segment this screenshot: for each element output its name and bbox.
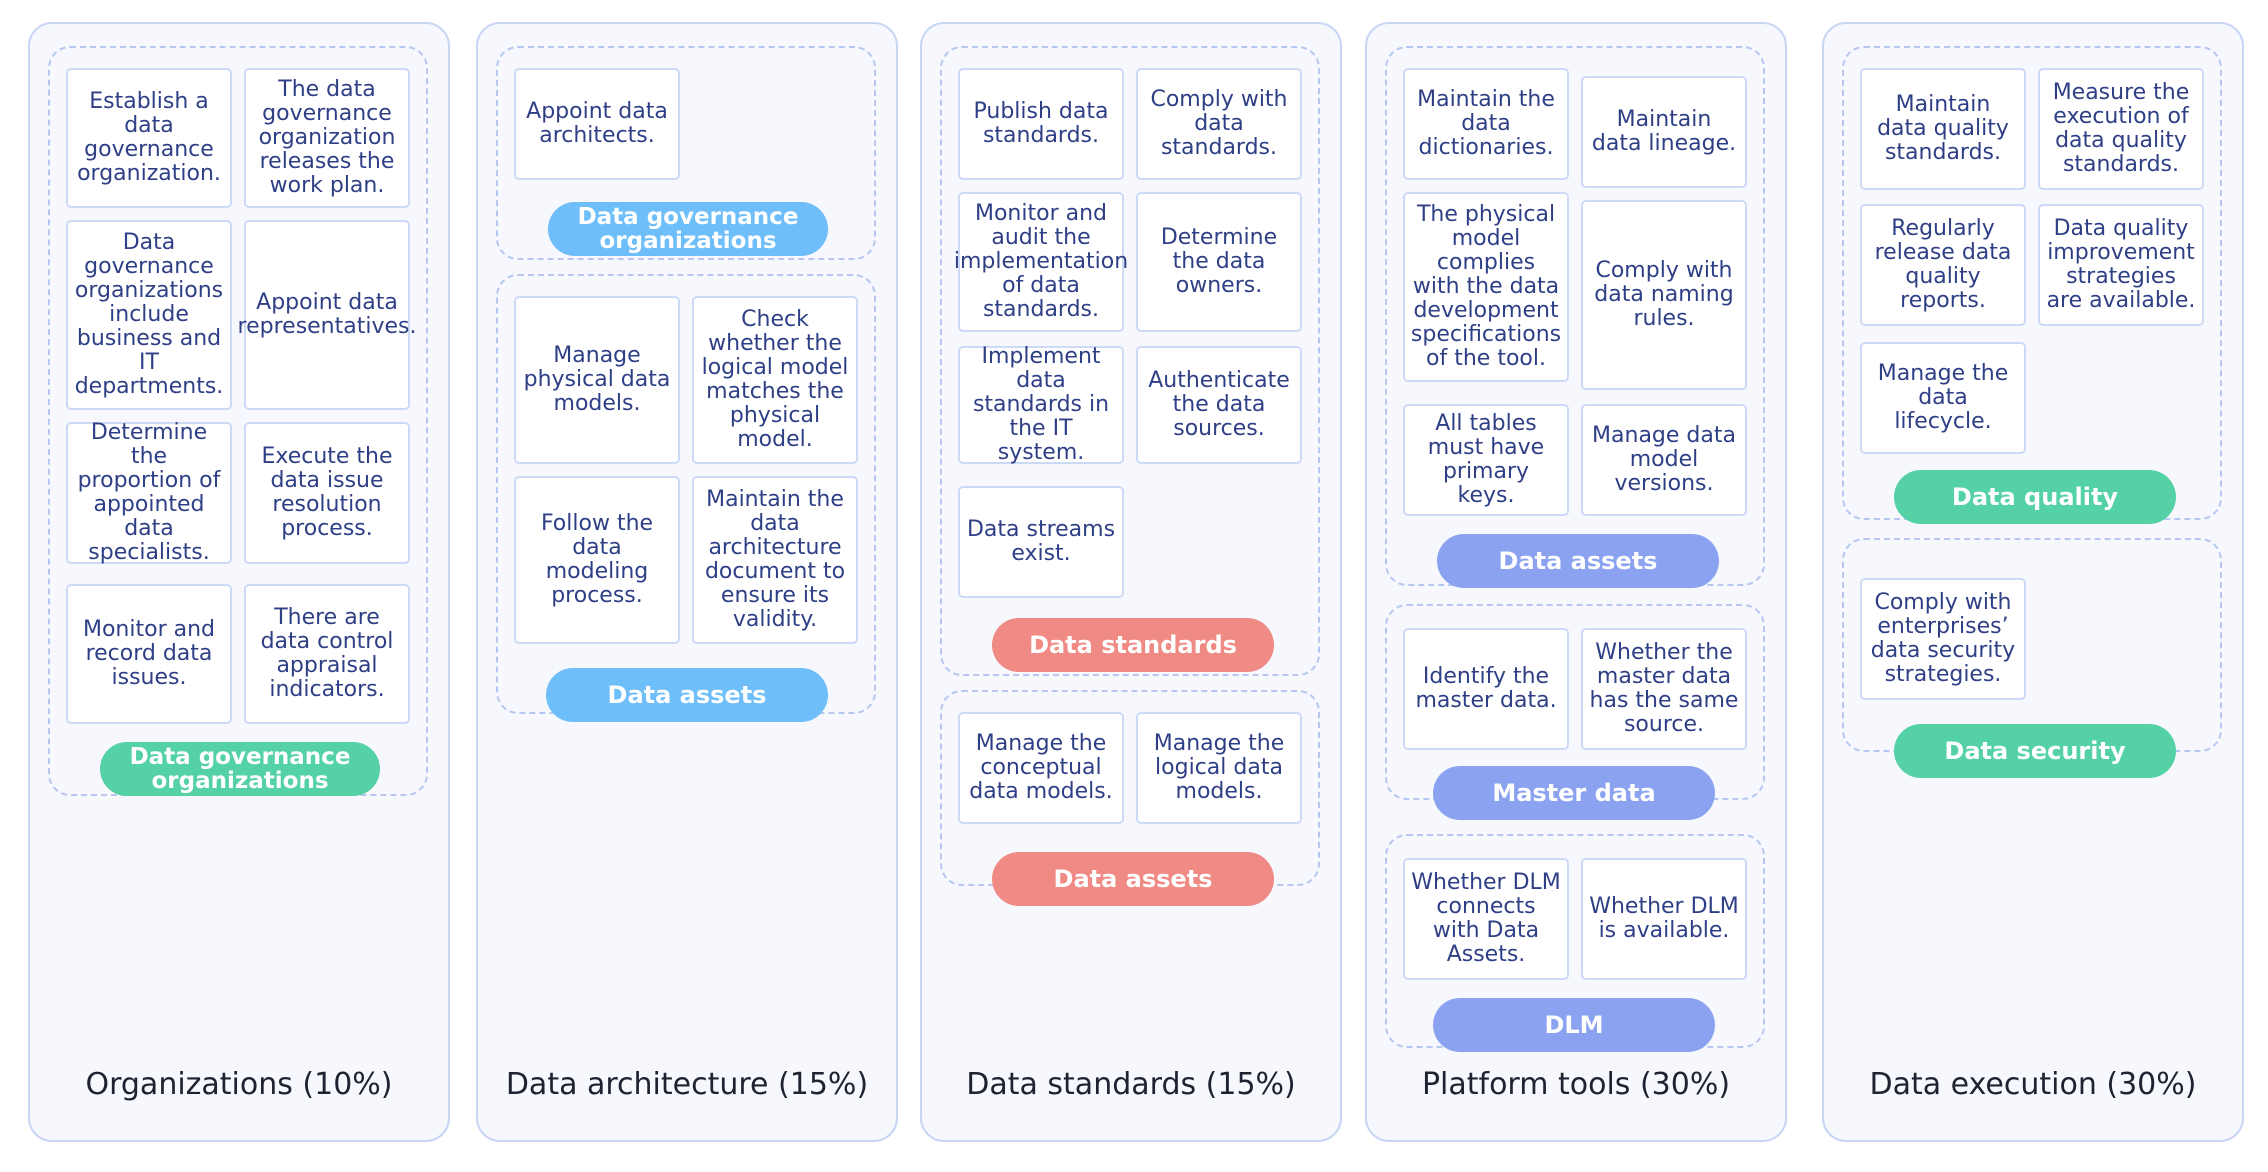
label-data-quality: Data quality — [1894, 470, 2176, 524]
column-organizations: Establish a data governance organization… — [28, 22, 450, 1142]
card-primary-keys: All tables must have primary keys. — [1403, 404, 1569, 516]
column-data-architecture: Appoint data architects. Data governance… — [476, 22, 898, 1142]
card-model-versions: Manage data model versions. — [1581, 404, 1747, 516]
card-manage-physical-models: Manage physical data models. — [514, 296, 680, 464]
card-monitor-audit: Monitor and audit the implementation of … — [954, 192, 1128, 332]
card-identify-master: Identify the master data. — [1403, 628, 1569, 750]
card-monitor-issues: Monitor and record data issues. — [66, 584, 232, 724]
label-data-security: Data security — [1894, 724, 2176, 778]
card-comply-standards: Comply with data standards. — [1136, 68, 1302, 180]
card-proportion-specialists: Determine the proportion of appointed da… — [66, 421, 232, 565]
column-title: Data standards (15%) — [966, 1067, 1296, 1102]
card-check-logical-physical: Check whether the logical model matches … — [692, 296, 858, 464]
card-implement-it-system: Implement data standards in the IT syste… — [958, 345, 1124, 465]
column-title: Organizations (10%) — [85, 1067, 393, 1102]
label-data-assets: Data assets — [1437, 534, 1719, 588]
group-data-standards — [940, 46, 1320, 676]
label-data-governance-organizations: Data governance organizations — [100, 742, 380, 796]
card-business-and-it: Data governance organizations include bu… — [66, 220, 232, 410]
card-security-strategies: Comply with enterprises’ data security s… — [1860, 578, 2026, 700]
column-title: Data architecture (15%) — [505, 1067, 869, 1102]
card-naming-rules: Comply with data naming rules. — [1581, 200, 1747, 390]
label-data-governance-organizations: Data governance organizations — [548, 202, 828, 256]
column-data-standards: Publish data standards. Comply with data… — [920, 22, 1342, 1142]
card-maintain-architecture-doc: Maintain the data architecture document … — [692, 476, 858, 644]
card-maintain-quality-standards: Maintain data quality standards. — [1860, 68, 2026, 190]
label-dlm: DLM — [1433, 998, 1715, 1052]
card-appoint-architects: Appoint data architects. — [514, 68, 680, 180]
card-measure-execution: Measure the execution of data quality st… — [2038, 68, 2204, 190]
card-publish-standards: Publish data standards. — [958, 68, 1124, 180]
card-physical-model-specs: The physical model complies with the dat… — [1403, 192, 1569, 382]
card-data-lifecycle: Manage the data lifecycle. — [1860, 342, 2026, 454]
card-appoint-representatives: Appoint data representatives. — [238, 220, 417, 410]
column-title: Data execution (30%) — [1869, 1067, 2197, 1102]
label-data-assets: Data assets — [546, 668, 828, 722]
card-release-work-plan: The data governance organization release… — [244, 68, 410, 208]
card-establish-organization: Establish a data governance organization… — [66, 68, 232, 208]
column-data-execution: Maintain data quality standards. Measure… — [1822, 22, 2244, 1142]
card-data-streams: Data streams exist. — [958, 486, 1124, 598]
card-quality-reports: Regularly release data quality reports. — [1860, 204, 2026, 326]
label-data-standards: Data standards — [992, 618, 1274, 672]
label-master-data: Master data — [1433, 766, 1715, 820]
card-authenticate-sources: Authenticate the data sources. — [1136, 346, 1302, 464]
column-platform-tools: Maintain the data dictionaries. Maintain… — [1365, 22, 1787, 1142]
card-conceptual-models: Manage the conceptual data models. — [958, 712, 1124, 824]
card-maintain-lineage: Maintain data lineage. — [1581, 76, 1747, 188]
card-determine-owners: Determine the data owners. — [1136, 192, 1302, 332]
card-issue-resolution: Execute the data issue resolution proces… — [244, 422, 410, 564]
card-appraisal-indicators: There are data control appraisal indicat… — [244, 584, 410, 724]
group-data-governance-organizations — [496, 46, 876, 260]
card-logical-models: Manage the logical data models. — [1136, 712, 1302, 824]
card-dlm-available: Whether DLM is available. — [1581, 858, 1747, 980]
card-maintain-dictionaries: Maintain the data dictionaries. — [1403, 68, 1569, 180]
card-follow-modeling-process: Follow the data modeling process. — [514, 476, 680, 644]
column-title: Platform tools (30%) — [1421, 1067, 1731, 1102]
label-data-assets: Data assets — [992, 852, 1274, 906]
card-improvement-strategies: Data quality improvement strategies are … — [2038, 204, 2204, 326]
card-dlm-connects: Whether DLM connects with Data Assets. — [1403, 858, 1569, 980]
card-master-same-source: Whether the master data has the same sou… — [1581, 628, 1747, 750]
